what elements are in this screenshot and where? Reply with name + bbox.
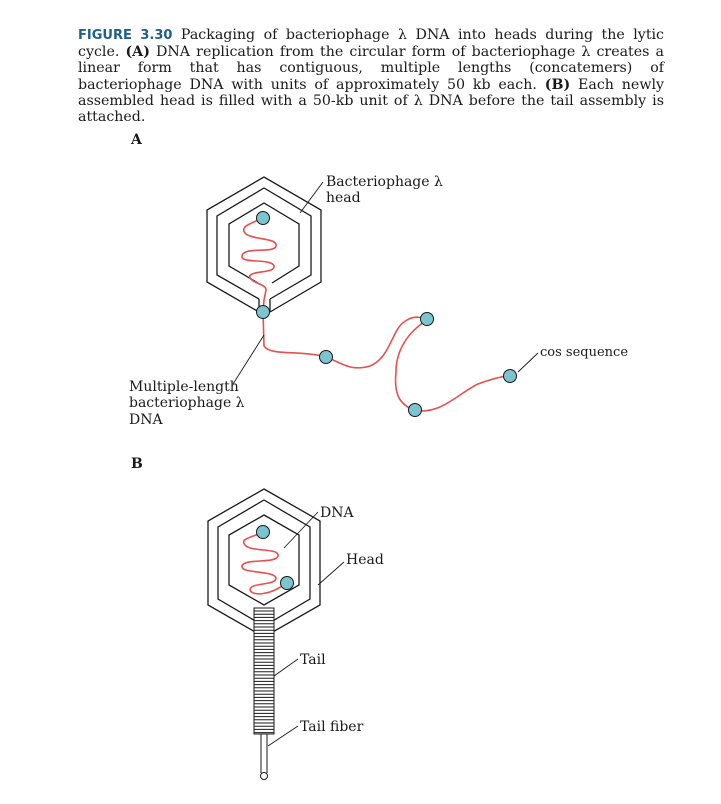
dna-strand-a (241, 217, 511, 412)
cos-sites-b (256, 525, 294, 590)
dna-strand-b (241, 531, 287, 595)
phage-head-a (206, 176, 322, 313)
caption-title: Packaging of bacteriophage λ DNA into he… (78, 27, 664, 61)
label-bacteriophage-head-2: head (326, 190, 361, 206)
leader-lines-a (232, 181, 539, 385)
figure-caption: FIGURE 3.30 Packaging of bacteriophage λ… (78, 27, 664, 125)
label-multiple-length-2: bacteriophage λ (129, 395, 245, 411)
cos-site (319, 350, 333, 364)
cos-site (256, 305, 270, 319)
cos-site (256, 525, 270, 539)
label-cos-sequence: cos sequence (540, 345, 628, 360)
caption-part-a-text: DNA replication from the circular form o… (78, 44, 664, 93)
phage-tail (253, 607, 275, 780)
cos-site (256, 211, 270, 225)
cos-site (408, 403, 422, 417)
label-head: Head (346, 552, 384, 568)
label-dna: DNA (320, 505, 354, 521)
cos-site (420, 312, 434, 326)
figure-label: FIGURE 3.30 (78, 28, 173, 43)
label-tail: Tail (300, 652, 326, 668)
cos-site (503, 369, 517, 383)
label-multiple-length-3: DNA (129, 412, 163, 428)
label-multiple-length-1: Multiple-length (129, 379, 239, 395)
caption-part-a-label: (A) (125, 44, 150, 61)
leader-lines-b (267, 511, 345, 747)
panel-b-label: B (131, 456, 143, 472)
label-bacteriophage-head-1: Bacteriophage λ (326, 174, 443, 190)
panel-a-label: A (130, 132, 143, 148)
label-tail-fiber: Tail fiber (300, 719, 364, 735)
cos-site (280, 576, 294, 590)
caption-part-b-text: Each newly assembled head is filled with… (78, 76, 665, 126)
caption-part-b-label: (B) (544, 76, 571, 93)
cos-sites-a (256, 211, 517, 417)
